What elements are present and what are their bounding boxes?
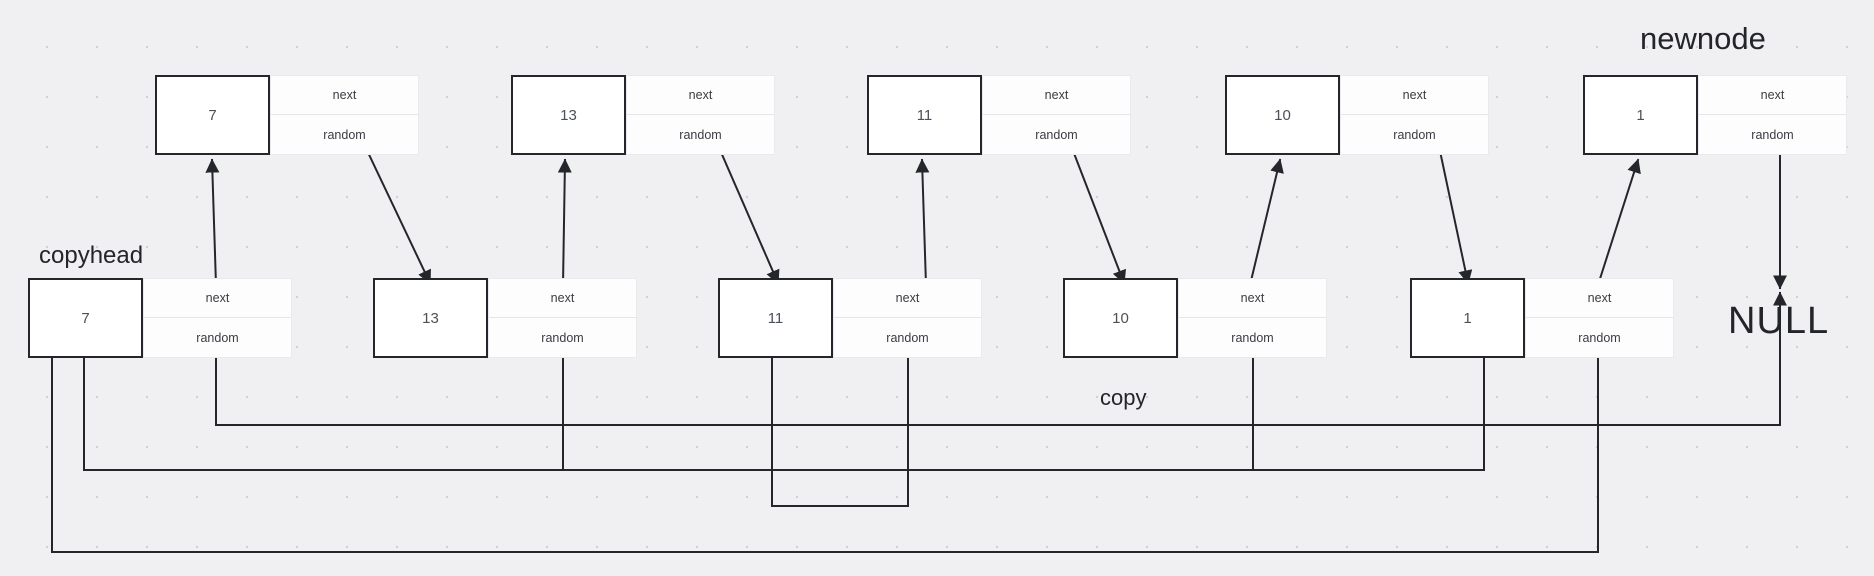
- newnode-pointers-3: next random: [1340, 75, 1489, 155]
- copy-value-3: 10: [1063, 278, 1178, 358]
- copy-random-label-1: random: [541, 330, 584, 345]
- edge-copy-next-3-to-newnode-3: [1248, 158, 1284, 287]
- edge-copy-random-1-loop: [562, 291, 1491, 471]
- edge-copy-random-2-loop: [765, 291, 909, 507]
- copy-next-label-1: next: [489, 279, 636, 318]
- newnode-node-3[interactable]: 10 next random: [1225, 75, 1489, 155]
- copy-value-0: 7: [28, 278, 143, 358]
- edge-copy-random-4-loop: [45, 291, 1599, 553]
- newnode-value-1: 13: [511, 75, 626, 155]
- copy-value-1: 13: [373, 278, 488, 358]
- copy-node-3[interactable]: 10 next random: [1063, 278, 1327, 358]
- newnode-pointers-1: next random: [626, 75, 775, 155]
- newnode-value-2: 11: [867, 75, 982, 155]
- newnode-node-4[interactable]: 1 next random: [1583, 75, 1847, 155]
- copy-random-label-2: random: [886, 330, 929, 345]
- newnode-next-label-3: next: [1341, 76, 1488, 115]
- copy-pointers-4: next random: [1525, 278, 1674, 358]
- copy-node-4[interactable]: 1 next random: [1410, 278, 1674, 358]
- copy-next-label-3: next: [1179, 279, 1326, 318]
- copy-pointers-2: next random: [833, 278, 982, 358]
- copy-pointers-3: next random: [1178, 278, 1327, 358]
- label-newnode: newnode: [1640, 21, 1766, 56]
- copy-node-2[interactable]: 11 next random: [718, 278, 982, 358]
- edge-copy-next-1-to-newnode-1: [557, 158, 572, 287]
- copy-random-label-4: random: [1578, 330, 1621, 345]
- newnode-next-label-0: next: [271, 76, 418, 115]
- label-copy: copy: [1100, 385, 1147, 410]
- newnode-random-label-3: random: [1393, 127, 1436, 142]
- label-copyhead: copyhead: [39, 242, 144, 269]
- copy-next-label-4: next: [1526, 279, 1673, 318]
- copy-next-label-2: next: [834, 279, 981, 318]
- newnode-random-label-1: random: [679, 127, 722, 142]
- label-null: NULL: [1728, 300, 1830, 342]
- newnode-node-0[interactable]: 7 next random: [155, 75, 419, 155]
- copy-random-label-0: random: [196, 330, 239, 345]
- copy-node-1[interactable]: 13 next random: [373, 278, 637, 358]
- newnode-random-label-0: random: [323, 127, 366, 142]
- edge-copy-next-4-to-newnode-4: [1596, 158, 1641, 287]
- edge-copy-random-0-loop: [215, 291, 1787, 426]
- newnode-value-3: 10: [1225, 75, 1340, 155]
- newnode-value-4: 1: [1583, 75, 1698, 155]
- newnode-next-label-2: next: [983, 76, 1130, 115]
- copy-random-label-3: random: [1231, 330, 1274, 345]
- newnode-node-2[interactable]: 11 next random: [867, 75, 1131, 155]
- copy-next-label-0: next: [144, 279, 291, 318]
- newnode-node-1[interactable]: 13 next random: [511, 75, 775, 155]
- newnode-pointers-4: next random: [1698, 75, 1847, 155]
- edge-copy-next-2-to-newnode-2: [915, 158, 930, 287]
- copy-node-0[interactable]: 7 next random: [28, 278, 292, 358]
- newnode-random-label-4: random: [1751, 127, 1794, 142]
- newnode-next-label-1: next: [627, 76, 774, 115]
- newnode-pointers-0: next random: [270, 75, 419, 155]
- newnode-pointers-2: next random: [982, 75, 1131, 155]
- copy-value-2: 11: [718, 278, 833, 358]
- newnode-random-label-2: random: [1035, 127, 1078, 142]
- copy-value-4: 1: [1410, 278, 1525, 358]
- edge-copy-random-3-loop: [77, 291, 1254, 471]
- copy-pointers-1: next random: [488, 278, 637, 358]
- newnode-next-label-4: next: [1699, 76, 1846, 115]
- copy-pointers-0: next random: [143, 278, 292, 358]
- edge-copy-next-0-to-newnode-0: [205, 158, 220, 287]
- newnode-value-0: 7: [155, 75, 270, 155]
